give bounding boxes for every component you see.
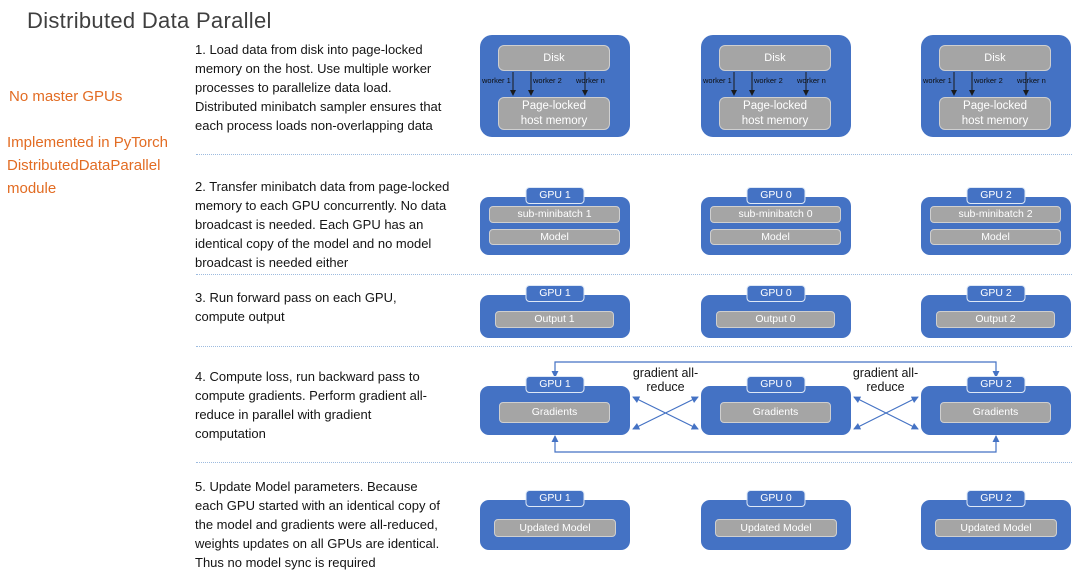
output-box: Output 1 (495, 311, 614, 328)
worker-label-2: worker 2 (533, 76, 562, 85)
gradient-allreduce-label-right: gradient all- reduce (852, 366, 919, 394)
model-box: Model (710, 229, 841, 245)
gpu-panel-gradients-2: GPU 2 Gradients (921, 376, 1071, 435)
gpu-label: GPU 2 (966, 376, 1026, 393)
worker-label-n: worker n (1017, 76, 1046, 85)
gradients-box: Gradients (720, 402, 831, 423)
gpu-panel-gradients-1: GPU 1 Gradients (480, 376, 630, 435)
sub-minibatch-box: sub-minibatch 1 (489, 206, 620, 223)
gpu-label: GPU 2 (966, 187, 1026, 204)
host-panel-2: Disk worker 1 worker 2 worker n Page-loc… (701, 35, 851, 137)
gpu-panel-minibatch-0: GPU 0 sub-minibatch 0 Model (701, 187, 851, 255)
worker-label-2: worker 2 (974, 76, 1003, 85)
section-divider-1 (196, 154, 1072, 155)
note-pytorch-module: Implemented in PyTorch DistributedDataPa… (7, 134, 168, 197)
page-locked-memory-box: Page-locked host memory (719, 97, 831, 130)
gpu-panel-updated-1: GPU 1 Updated Model (480, 490, 630, 550)
host-panel-1: Disk worker 1 worker 2 worker n Page-loc… (480, 35, 630, 137)
worker-arrows (951, 72, 1029, 96)
disk-box: Disk (498, 45, 610, 71)
host-panel-3: Disk worker 1 worker 2 worker n Page-loc… (921, 35, 1071, 137)
updated-model-box: Updated Model (715, 519, 837, 537)
disk-box: Disk (939, 45, 1051, 71)
gpu-label: GPU 2 (966, 285, 1026, 302)
step-2-text: 2. Transfer minibatch data from page-loc… (195, 179, 450, 270)
section-divider-3 (196, 346, 1072, 347)
worker-label-1: worker 1 (923, 76, 952, 85)
worker-label-n: worker n (576, 76, 605, 85)
gpu-label: GPU 0 (746, 187, 806, 204)
gpu-label: GPU 2 (966, 490, 1026, 507)
page-locked-memory-box: Page-locked host memory (939, 97, 1051, 130)
step-1-text: 1. Load data from disk into page-locked … (195, 42, 442, 133)
worker-arrows (731, 72, 809, 96)
gpu-panel-gradients-0: GPU 0 Gradients (701, 376, 851, 435)
section-divider-4 (196, 462, 1072, 463)
gpu-label: GPU 1 (525, 187, 585, 204)
disk-box: Disk (719, 45, 831, 71)
worker-arrows (510, 72, 588, 96)
gpu-label: GPU 0 (746, 376, 806, 393)
step-3-text: 3. Run forward pass on each GPU, compute… (195, 290, 397, 324)
gpu-panel-output-0: GPU 0 Output 0 (701, 285, 851, 338)
gradients-box: Gradients (940, 402, 1051, 423)
gpu-panel-updated-0: GPU 0 Updated Model (701, 490, 851, 550)
gpu-panel-minibatch-1: GPU 1 sub-minibatch 1 Model (480, 187, 630, 255)
gpu-label: GPU 1 (525, 285, 585, 302)
updated-model-box: Updated Model (935, 519, 1057, 537)
gpu-panel-updated-2: GPU 2 Updated Model (921, 490, 1071, 550)
updated-model-box: Updated Model (494, 519, 616, 537)
gradients-box: Gradients (499, 402, 610, 423)
gpu-panel-output-2: GPU 2 Output 2 (921, 285, 1071, 338)
output-box: Output 2 (936, 311, 1055, 328)
page-locked-memory-box: Page-locked host memory (498, 97, 610, 130)
section-divider-2 (196, 274, 1072, 275)
worker-label-1: worker 1 (703, 76, 732, 85)
model-box: Model (930, 229, 1061, 245)
gpu-label: GPU 1 (525, 376, 585, 393)
step-4-text: 4. Compute loss, run backward pass to co… (195, 369, 427, 441)
output-box: Output 0 (716, 311, 835, 328)
sub-minibatch-box: sub-minibatch 2 (930, 206, 1061, 223)
worker-label-1: worker 1 (482, 76, 511, 85)
gpu-panel-minibatch-2: GPU 2 sub-minibatch 2 Model (921, 187, 1071, 255)
gpu-label: GPU 0 (746, 490, 806, 507)
sub-minibatch-box: sub-minibatch 0 (710, 206, 841, 223)
gpu-label: GPU 1 (525, 490, 585, 507)
worker-label-2: worker 2 (754, 76, 783, 85)
gpu-label: GPU 0 (746, 285, 806, 302)
gradient-allreduce-label-left: gradient all- reduce (632, 366, 699, 394)
step-5-text: 5. Update Model parameters. Because each… (195, 479, 440, 570)
note-no-master-gpus: No master GPUs (9, 88, 123, 105)
gpu-panel-output-1: GPU 1 Output 1 (480, 285, 630, 338)
worker-label-n: worker n (797, 76, 826, 85)
page-title: Distributed Data Parallel (27, 8, 272, 33)
model-box: Model (489, 229, 620, 245)
